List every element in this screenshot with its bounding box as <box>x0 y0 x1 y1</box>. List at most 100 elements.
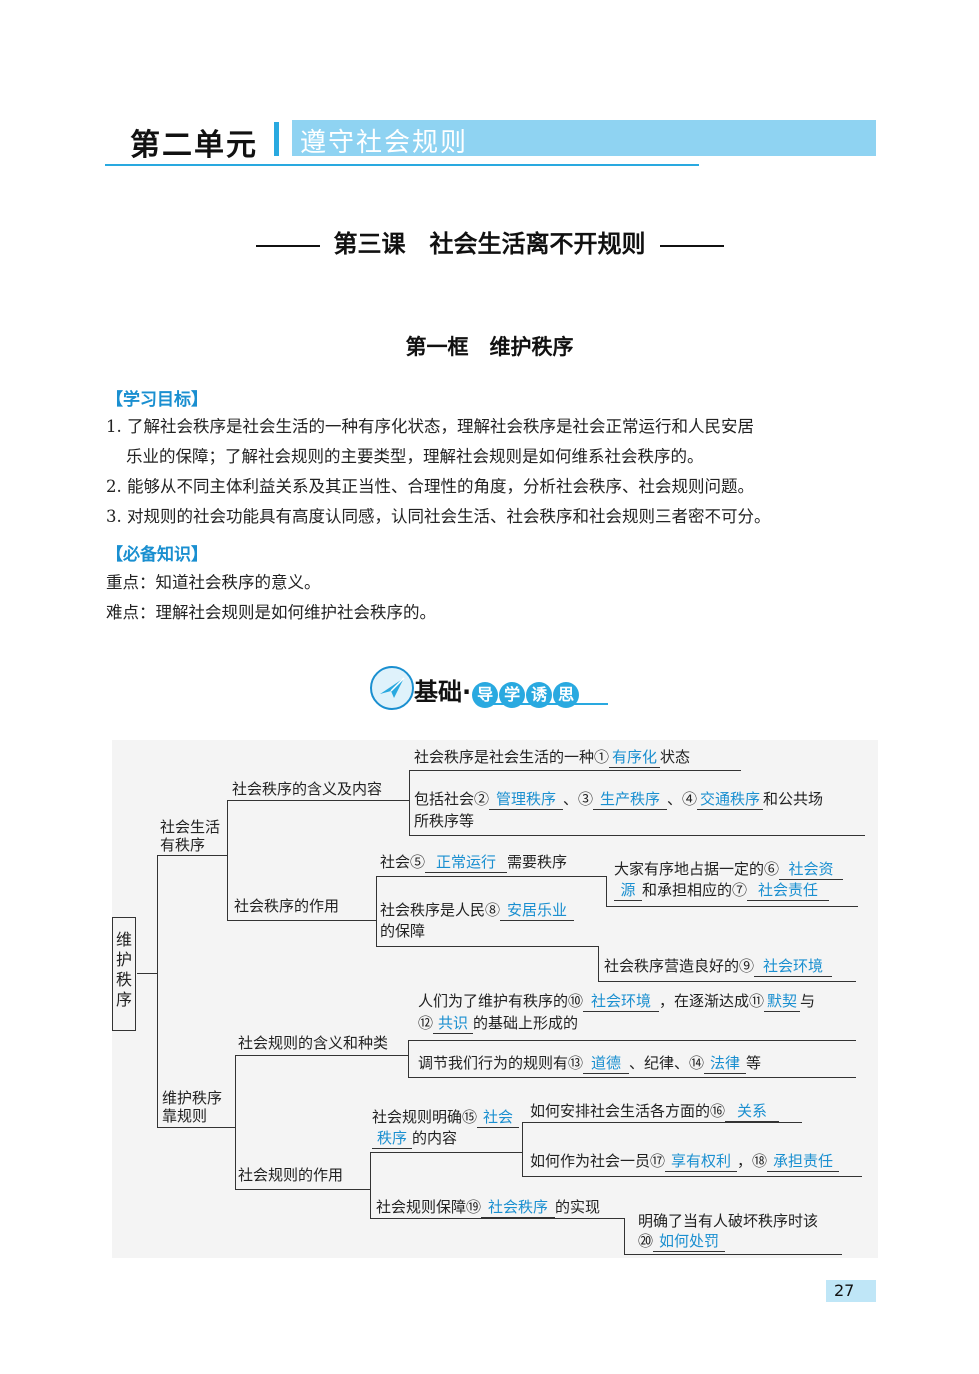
leaf-text: 调节我们行为的规则有⑬ <box>418 1054 584 1072</box>
leaf-text: 社会秩序营造良好的⑨ <box>604 957 755 975</box>
connector <box>606 906 858 907</box>
node-order-meaning: 社会秩序的含义及内容 <box>232 780 383 798</box>
goal-1a: 1. 了解社会秩序是社会生活的一种有序化状态，理解社会秩序是社会正常运行和人民安… <box>106 417 754 436</box>
leaf-types-cont: 所秩序等 <box>414 812 475 830</box>
leaf-text: 大家有序地占据一定的⑥ <box>614 860 780 878</box>
connector <box>598 946 599 982</box>
dash-right <box>659 244 724 247</box>
answer-5: 正常运行 <box>425 851 508 873</box>
answer-17: 享有权利 <box>665 1150 738 1172</box>
node-rule-function: 社会规则的作用 <box>238 1166 344 1184</box>
leaf-text: 与 <box>800 992 816 1010</box>
connector <box>409 770 741 771</box>
unit-divider <box>274 122 279 156</box>
answer-2: 管理秩序 <box>489 788 564 810</box>
connector <box>137 973 157 974</box>
connector <box>227 800 228 920</box>
leaf-text: 状态 <box>660 748 691 766</box>
connector <box>408 1040 409 1078</box>
answer-10: 社会环境 <box>583 990 660 1012</box>
leaf-text: 如何安排社会生活各方面的⑯ <box>530 1102 726 1120</box>
leaf-text: 和公共场 <box>763 790 824 808</box>
lesson-title: 第三课 社会生活离不开规则 <box>0 224 979 259</box>
connector <box>235 1189 370 1190</box>
answer-16: 关系 <box>725 1100 780 1122</box>
connector <box>408 1040 856 1041</box>
connector <box>522 1122 802 1123</box>
key-point: 重点：知道社会秩序的意义。 <box>106 573 321 592</box>
leaf-text: ，⑱ <box>737 1152 768 1170</box>
connector <box>408 1077 856 1078</box>
header-rule <box>105 164 699 166</box>
knowledge-heading: 【必备知识】 <box>106 545 208 565</box>
leaf-text: 如何作为社会一员⑰ <box>530 1152 666 1170</box>
map-root: 维护秩序 <box>112 917 136 1031</box>
leaf-text: ⑳ <box>638 1232 654 1250</box>
answer-3: 生产秩序 <box>593 788 668 810</box>
connector <box>370 1152 522 1153</box>
leaf-text: 人们为了维护有秩序的⑩ <box>418 992 584 1010</box>
mind-map <box>112 740 878 1258</box>
node-order-function: 社会秩序的作用 <box>234 897 340 915</box>
goal-3: 3. 对规则的社会功能具有高度认同感，认同社会生活、社会秩序和社会规则三者密不可… <box>106 507 771 526</box>
connector <box>227 800 409 801</box>
leaf-text: 社会秩序是人民⑧ <box>380 901 501 919</box>
answer-12: 共识 <box>433 1012 474 1034</box>
connector <box>376 876 606 877</box>
answer-19: 社会秩序 <box>481 1196 556 1218</box>
difficult-point: 难点：理解社会规则是如何维护社会秩序的。 <box>106 603 436 622</box>
answer-11: 默契 <box>764 990 801 1012</box>
leaf-text: 的基础上形成的 <box>473 1014 579 1032</box>
leaf-text: 社会秩序是社会生活的一种① <box>414 748 610 766</box>
answer-14: 法律 <box>704 1052 747 1074</box>
answer-13: 道德 <box>583 1052 630 1074</box>
leaf-text: 包括社会② <box>414 790 490 808</box>
branch-order: 社会生活有秩序 <box>160 818 221 854</box>
branch-rules: 维护秩序靠规则 <box>162 1089 223 1125</box>
answer-8: 安居乐业 <box>500 899 575 921</box>
answer-6a: 社会资 <box>779 858 844 880</box>
lesson-text: 第三课 社会生活离不开规则 <box>333 229 646 258</box>
answer-15a: 社会 <box>477 1106 520 1128</box>
frame-title: 第一框 维护秩序 <box>405 334 574 359</box>
badge-main: 基础· <box>414 678 472 706</box>
connector <box>157 855 158 1127</box>
leaf-text: ，在逐渐达成⑪ <box>659 992 765 1010</box>
answer-7: 社会责任 <box>747 879 830 901</box>
leaf-livelihood-cont: 的保障 <box>380 922 426 940</box>
connector <box>370 1152 371 1218</box>
leaf-text: 、纪律、⑭ <box>629 1054 705 1072</box>
goal-1b: 乐业的保障；了解社会规则的主要类型，理解社会规则是如何维系社会秩序的。 <box>126 447 704 466</box>
connector <box>409 770 410 836</box>
goal-2: 2. 能够从不同主体利益关系及其正当性、合理性的角度，分析社会秩序、社会规则问题… <box>106 477 754 496</box>
answer-9: 社会环境 <box>754 955 833 977</box>
connector <box>227 920 377 921</box>
answer-4: 交通秩序 <box>697 788 764 810</box>
leaf-text: 社会规则明确⑮ <box>372 1108 478 1126</box>
leaf-text: 和承担相应的⑦ <box>642 881 748 899</box>
leaf-text: 的实现 <box>555 1198 601 1216</box>
connector <box>522 1176 862 1177</box>
answer-20: 如何处罚 <box>653 1230 726 1252</box>
leaf-text: 、④ <box>667 790 698 808</box>
leaf-text: 需要秩序 <box>507 853 568 871</box>
node-rule-meaning: 社会规则的含义和种类 <box>238 1034 389 1052</box>
leaf-text: 社会⑤ <box>380 853 426 871</box>
dash-left <box>255 244 320 247</box>
page-number: 27 <box>826 1280 876 1302</box>
connector <box>235 1055 236 1189</box>
answer-6b: 源 <box>614 879 642 901</box>
leaf-punishment: 明确了当有人破坏秩序时该 <box>638 1212 819 1230</box>
